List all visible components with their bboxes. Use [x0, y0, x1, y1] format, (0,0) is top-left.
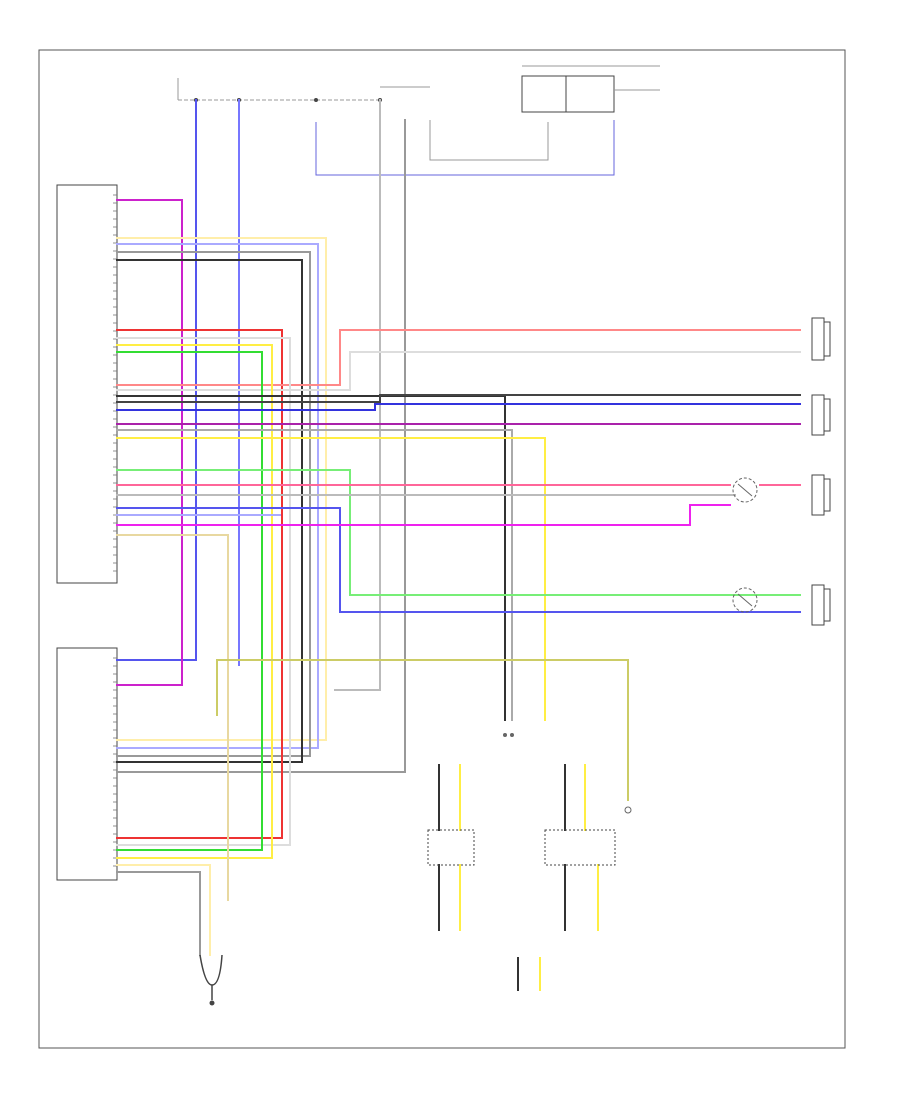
wire-yellow-2 [116, 437, 546, 721]
wire-yellow-tan [116, 237, 327, 741]
top-fuse-box [521, 75, 615, 113]
wire-grey-6 [116, 871, 201, 956]
diagram-frame [38, 49, 846, 1049]
wire-red-upper [116, 329, 801, 386]
wire-blue-3 [116, 507, 801, 613]
wire-blue-2 [116, 403, 801, 411]
wire-red-1 [116, 329, 283, 839]
wire-grey-1 [334, 99, 381, 691]
tweeter [811, 394, 831, 436]
right-rear-door-speaker [811, 584, 831, 626]
wire-magenta-1 [116, 504, 731, 526]
left-tweeter-symbol [732, 477, 758, 503]
wire-grey-3 [116, 251, 311, 757]
wire-grey-2 [116, 119, 406, 773]
connector-dot [510, 733, 514, 737]
upper-module-box [56, 184, 118, 584]
wire-tan-2 [116, 864, 211, 956]
connector-dot [503, 733, 507, 737]
connector-right [544, 829, 616, 866]
splice-dot [314, 98, 318, 102]
connector-dot [624, 806, 632, 814]
connector-left [427, 829, 475, 866]
wire-tan-1 [116, 534, 229, 901]
wire-light-green-1 [116, 469, 801, 596]
lower-module-box [56, 647, 118, 881]
wire-black-3 [116, 394, 801, 403]
top-return-line-b [429, 120, 549, 161]
left-front-door-speaker [811, 474, 831, 516]
wire-white-1 [116, 337, 291, 846]
right-front-door-speaker [811, 317, 831, 361]
wires [116, 99, 801, 991]
wire-white-speaker [116, 351, 801, 391]
wire-blue-trunk-1 [116, 99, 197, 661]
top-return-line [315, 120, 615, 176]
bottom-connectors [427, 733, 632, 866]
right-tweeter-symbol [732, 587, 758, 613]
wire-olive-1 [216, 659, 629, 801]
top-bus-area [177, 65, 660, 176]
wire-black-1 [116, 259, 303, 763]
wire-green-1 [116, 351, 263, 851]
bottom-antenna [199, 954, 223, 1006]
pin-ticks [113, 194, 117, 867]
wire-yellow-1 [116, 344, 273, 859]
wire-grey-4 [116, 429, 513, 721]
wire-violet-upper [116, 199, 183, 686]
